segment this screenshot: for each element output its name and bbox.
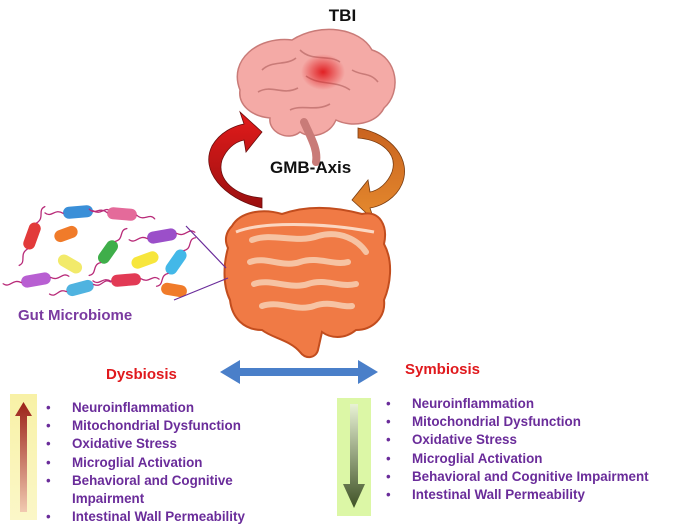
- dysbiosis-effects-list: Neuroinflammation Mitochondrial Dysfunct…: [46, 399, 296, 527]
- gut-microbiome-label: Gut Microbiome: [18, 307, 133, 324]
- intestine-illustration: [223, 206, 391, 358]
- list-item: Intestinal Wall Permeability: [46, 508, 296, 526]
- list-item: Behavioral and Cognitive Impairment: [46, 472, 296, 508]
- increase-arrow-icon: [15, 402, 32, 512]
- list-item: Oxidative Stress: [46, 435, 296, 453]
- symbiosis-title: Symbiosis: [405, 361, 481, 378]
- list-item: Microglial Activation: [46, 454, 296, 472]
- symbiosis-effects-list: Neuroinflammation Mitochondrial Dysfunct…: [386, 395, 685, 504]
- arrow-red-curved: [208, 110, 263, 209]
- axis-label: GMB-Axis: [270, 158, 352, 177]
- symbiosis-indicator-bar: [337, 398, 371, 516]
- list-item: Behavioral and Cognitive Impairment: [386, 468, 685, 486]
- list-item: Microglial Activation: [386, 450, 685, 468]
- list-item: Neuroinflammation: [386, 395, 685, 413]
- double-arrow: [220, 360, 378, 384]
- list-item: Neuroinflammation: [46, 399, 296, 417]
- decrease-arrow-icon: [343, 404, 365, 508]
- bacteria-cluster: [2, 205, 197, 298]
- arrow-orange-curved: [351, 127, 405, 222]
- list-item: Intestinal Wall Permeability: [386, 486, 685, 504]
- dysbiosis-indicator-bar: [10, 394, 37, 520]
- list-item: Mitochondrial Dysfunction: [46, 417, 296, 435]
- dysbiosis-title: Dysbiosis: [106, 366, 177, 383]
- connector-lines: [173, 225, 229, 301]
- diagram-title: TBI: [328, 6, 357, 25]
- brain-illustration: [236, 28, 396, 166]
- list-item: Mitochondrial Dysfunction: [386, 413, 685, 431]
- list-item: Oxidative Stress: [386, 431, 685, 449]
